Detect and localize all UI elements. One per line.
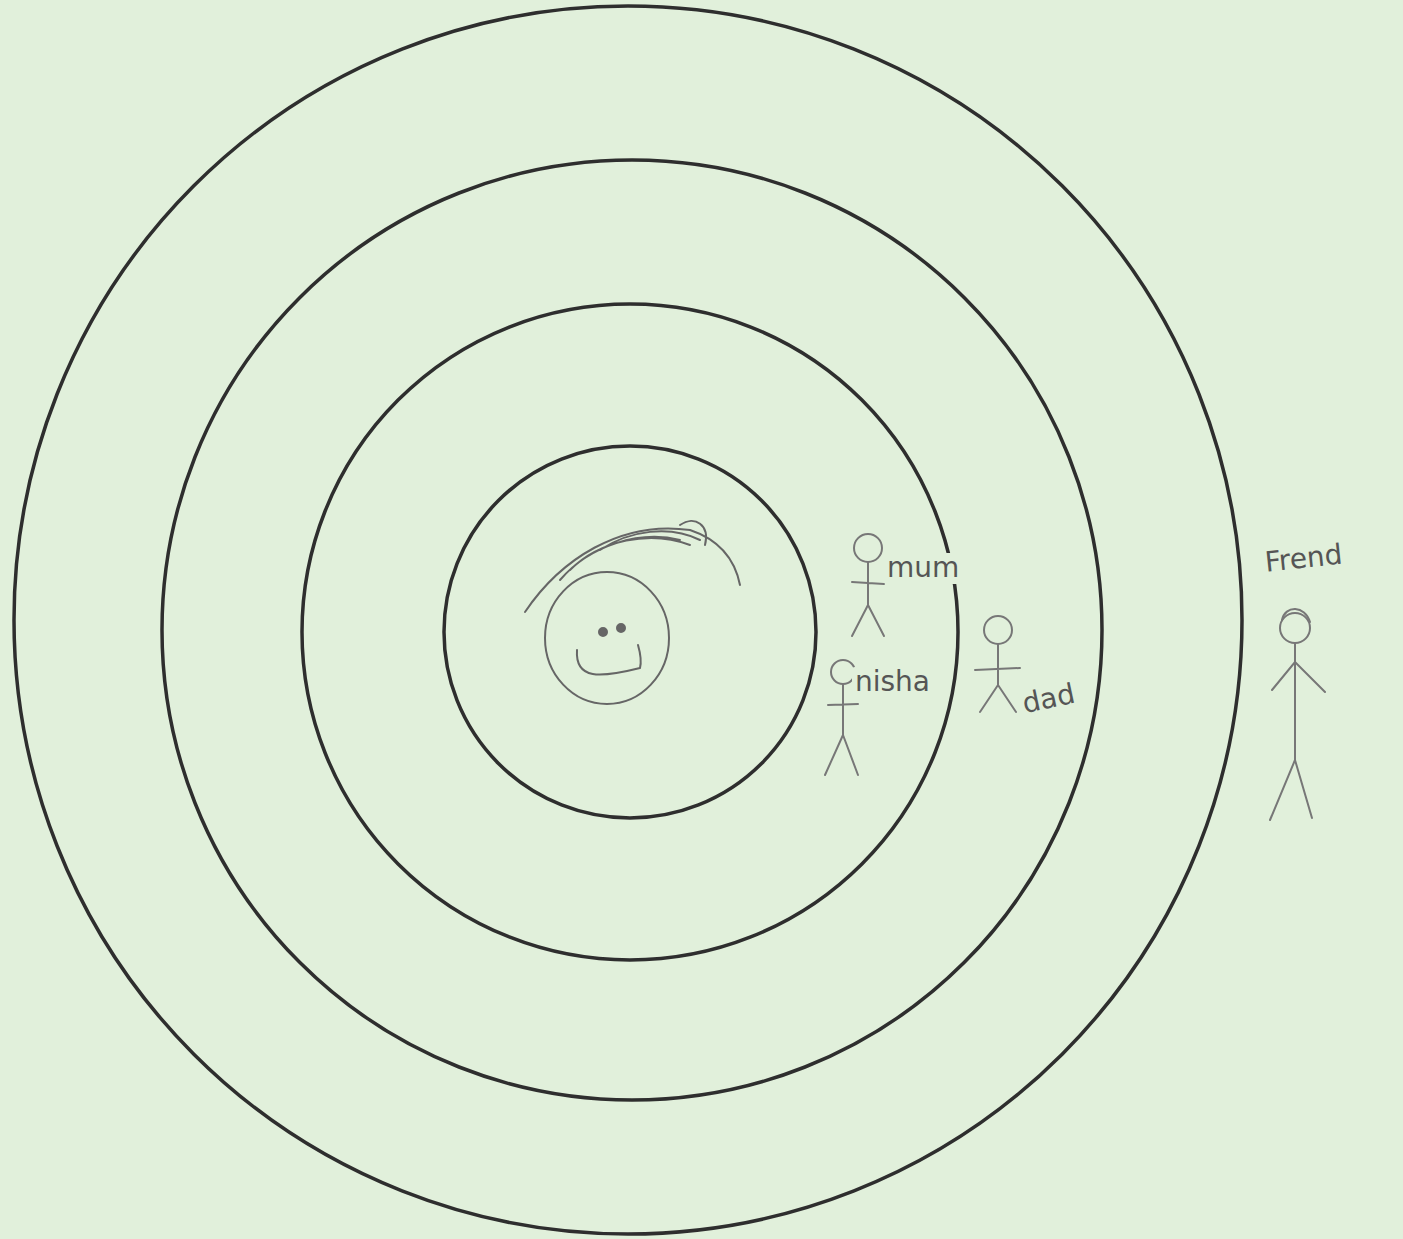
figure-label: mum: [884, 553, 962, 584]
third-ring: [162, 160, 1102, 1100]
inner-ring: [444, 446, 816, 818]
outer-ring: [14, 6, 1242, 1234]
figure-label: Frend: [1260, 539, 1346, 578]
stick-figures: [825, 534, 1325, 820]
self-face: [525, 521, 740, 704]
figure-label: dad: [1017, 678, 1081, 720]
figure-label: nisha: [852, 667, 933, 698]
rings: [14, 6, 1242, 1234]
second-ring: [302, 304, 958, 960]
